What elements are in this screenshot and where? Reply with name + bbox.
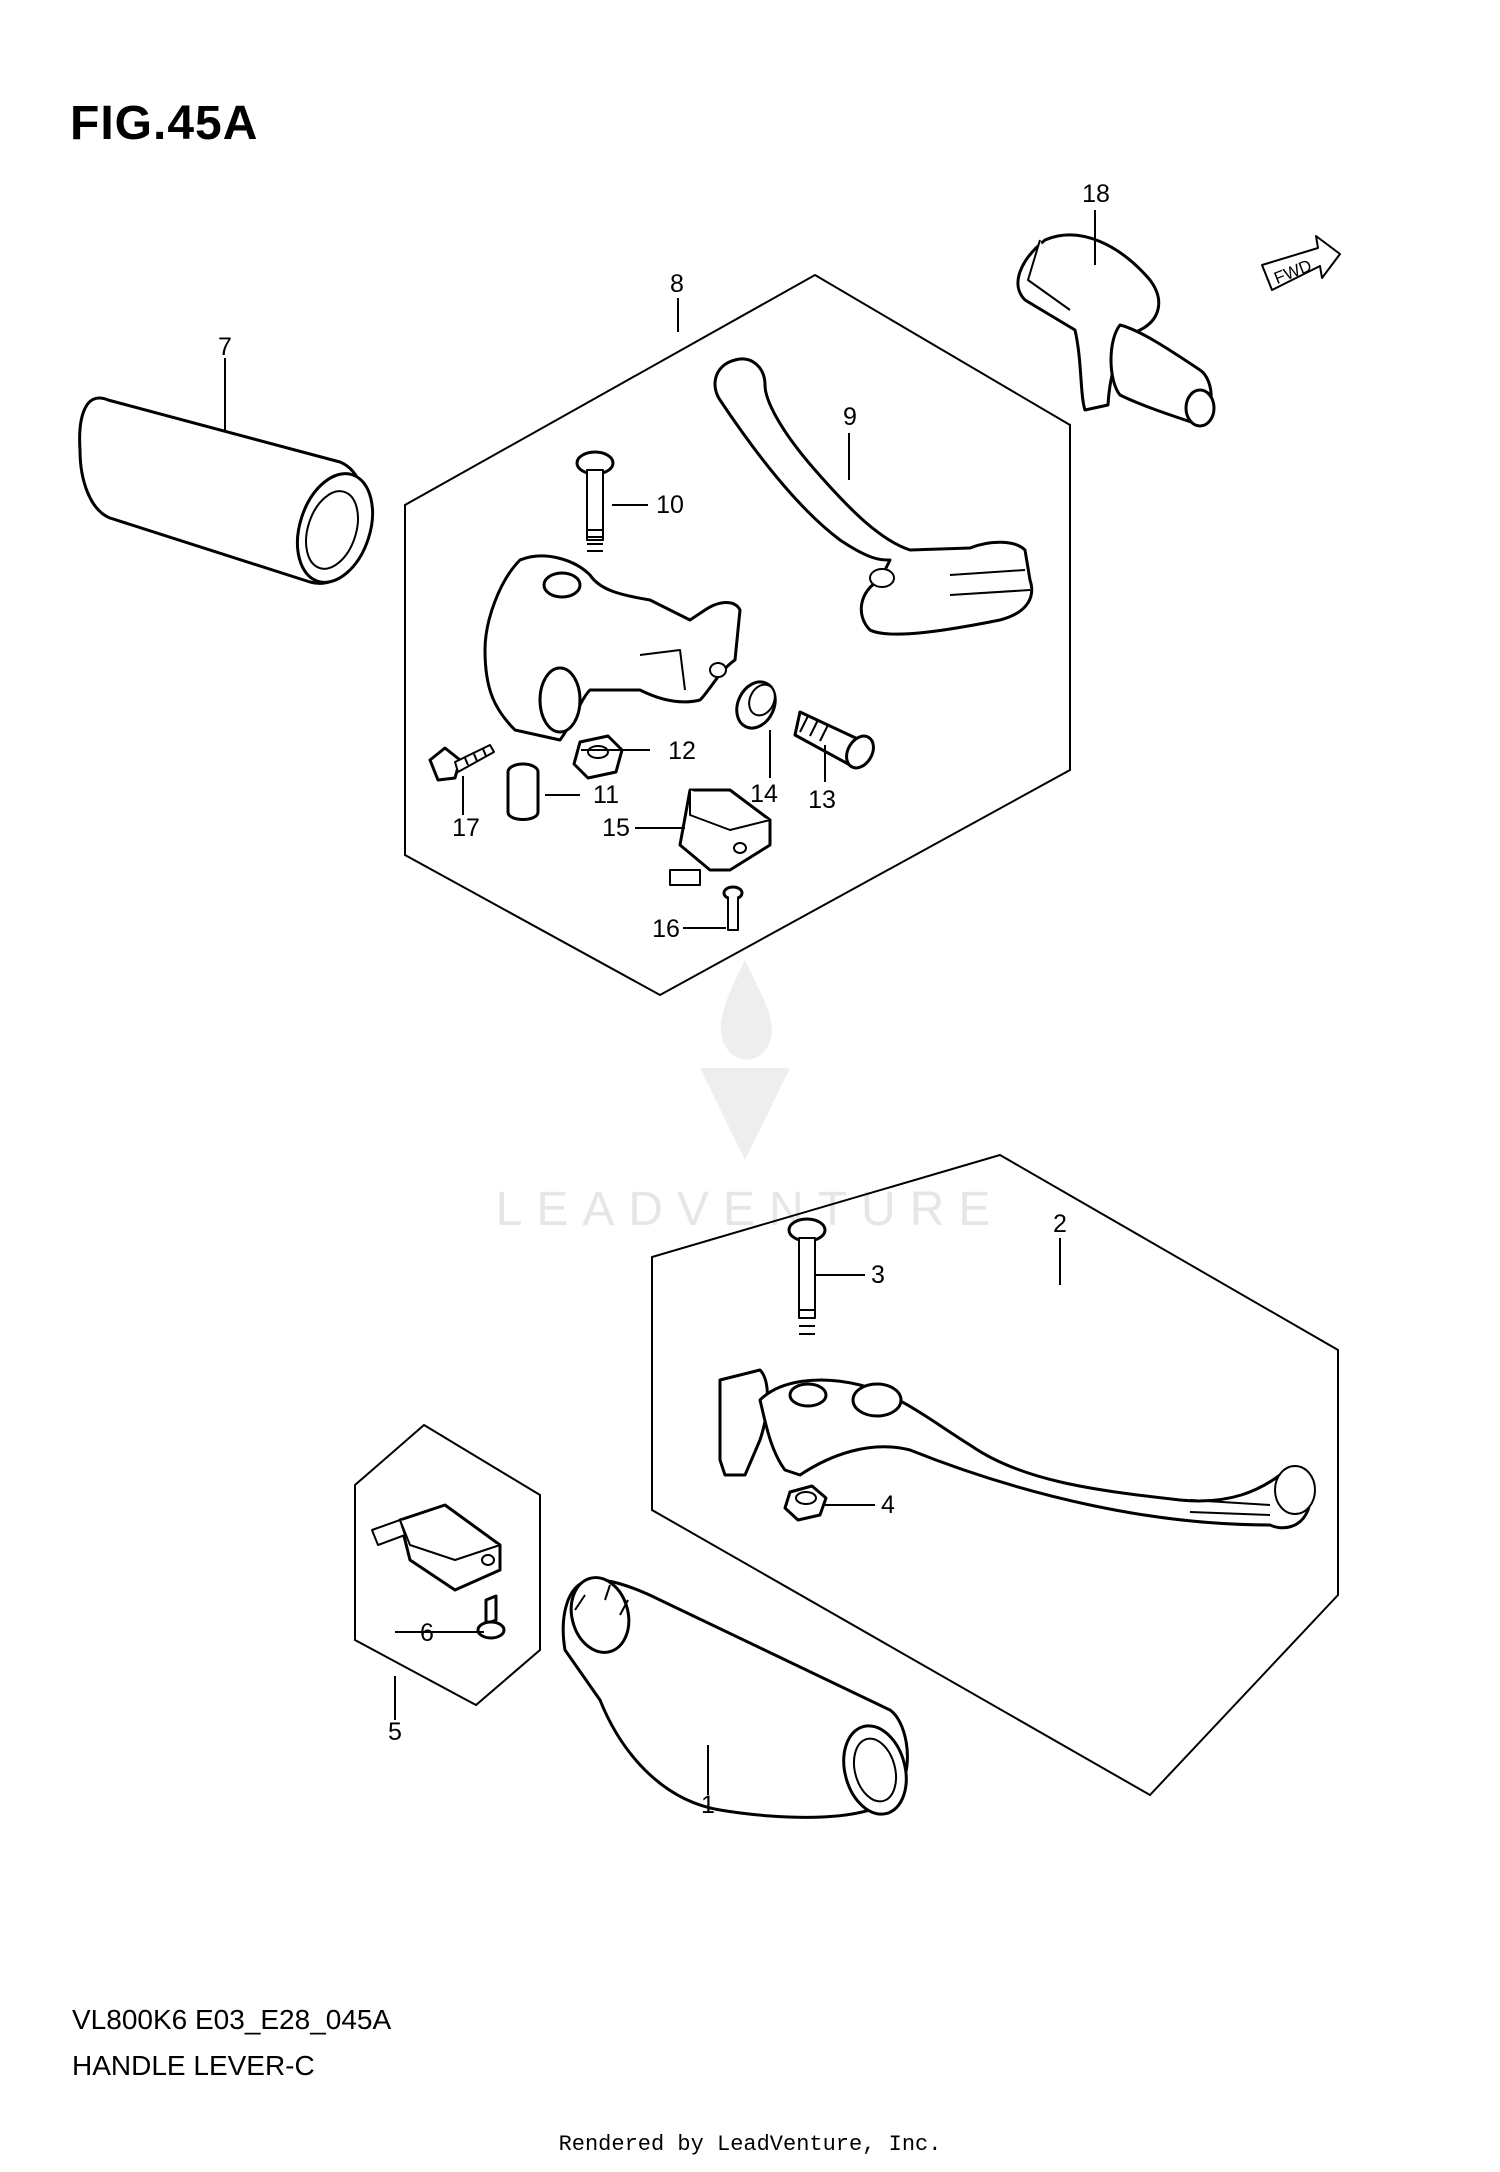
leader-lines	[224, 210, 1096, 1795]
callout-18: 18	[1082, 180, 1110, 208]
callout-16: 16	[652, 915, 680, 943]
callout-13: 13	[808, 786, 836, 814]
assembly-frame-5	[354, 1423, 541, 1707]
callout-2: 2	[1053, 1210, 1067, 1238]
part-17-screw	[428, 744, 495, 782]
part-9-clutch-lever	[713, 357, 1034, 636]
part-3-pivot-bolt	[787, 1217, 827, 1335]
assembly-frame-2	[651, 1153, 1339, 1797]
assembly-frame-8	[404, 273, 1071, 997]
callout-9: 9	[843, 403, 857, 431]
part-1-throttle-grip	[561, 1576, 909, 1819]
forward-arrow-icon: FWD	[1261, 235, 1341, 291]
credit-text: Rendered by LeadVenture, Inc.	[558, 2132, 942, 2157]
callout-6: 6	[420, 1619, 434, 1647]
part-15-switch	[669, 788, 772, 886]
part-11-collar	[506, 762, 540, 821]
callout-11: 11	[593, 781, 619, 809]
callout-14: 14	[750, 780, 778, 808]
callout-4: 4	[881, 1491, 895, 1519]
watermark-logo	[700, 960, 790, 1160]
part-6-screw	[476, 1594, 506, 1640]
figure-name: HANDLE LEVER-C	[72, 2050, 315, 2081]
figure-model-code: VL800K6 E03_E28_045A	[72, 2004, 392, 2035]
part-2-brake-lever	[718, 1368, 1316, 1530]
figure-title: FIG.45A	[70, 97, 259, 150]
part-18-cover	[1016, 233, 1216, 428]
callout-5: 5	[388, 1718, 402, 1746]
callout-labels: 18 8 7 9 10 12 11 17 14 13 15 16 2 3 4 6…	[218, 180, 1110, 1819]
watermark-text: LEADVENTURE	[495, 1183, 1005, 1236]
part-14-adjuster	[735, 680, 777, 730]
callout-10: 10	[656, 491, 684, 519]
part-7-grip	[78, 396, 375, 585]
part-4-nut	[783, 1484, 828, 1522]
callout-15: 15	[602, 814, 630, 842]
part-10-pivot-bolt	[575, 450, 615, 552]
callout-12: 12	[668, 737, 696, 765]
callout-17: 17	[452, 814, 480, 842]
callout-3: 3	[871, 1261, 885, 1289]
part-12-nut	[572, 734, 624, 780]
part-13-adjuster-bolt	[793, 710, 875, 770]
callout-1: 1	[701, 1791, 715, 1819]
part-16-screw	[722, 885, 744, 931]
lever-holder	[483, 554, 742, 742]
part-5-switch	[371, 1503, 502, 1592]
callout-8: 8	[670, 270, 684, 298]
callout-7: 7	[218, 333, 232, 361]
